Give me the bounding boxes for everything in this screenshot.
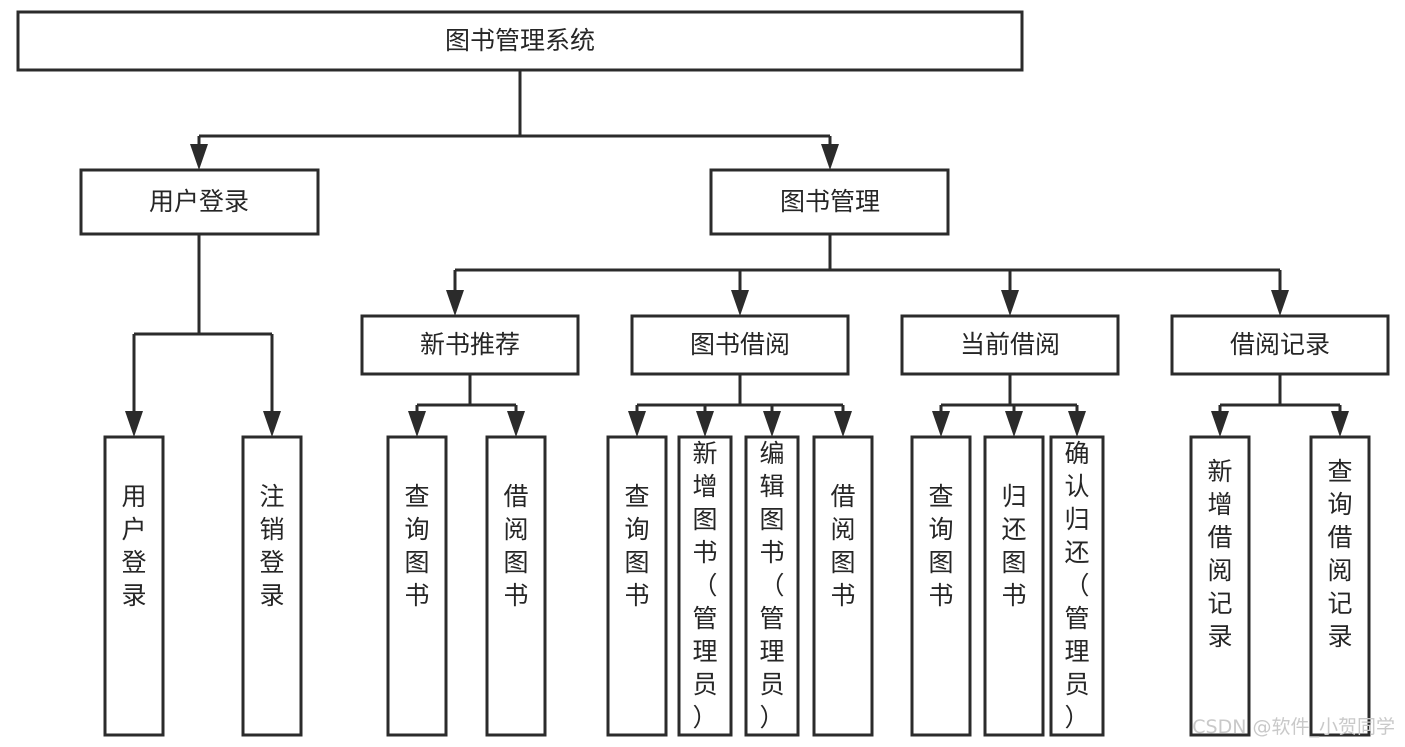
leaf-logout-box[interactable] [241, 435, 303, 737]
leaf-query-book-borrow-label: 查询图书 [624, 482, 649, 610]
node-book-borrow[interactable]: 图书借阅 [630, 314, 850, 376]
leaf-borrow-book-box[interactable] [812, 435, 874, 737]
leaf-confirm-return-admin-label: 确认归还（管理员） [1064, 439, 1089, 732]
leaf-query-book-newrec-label: 查询图书 [404, 482, 429, 610]
leaf-query-borrow-record-box[interactable] [1309, 435, 1371, 737]
leaf-logout[interactable]: 注销登录 [241, 435, 303, 737]
arrow-newbook-child-2 [507, 411, 525, 437]
leaf-edit-book-admin[interactable]: 编辑图书（管理员） [744, 435, 800, 737]
csdn-watermark: CSDN @软件_小贺同学 [1192, 716, 1395, 738]
new-book-recommend-box[interactable] [360, 314, 580, 376]
node-book-management[interactable]: 图书管理 [709, 168, 950, 236]
arrow-to-book-borrow [731, 290, 749, 316]
leaf-add-book-admin-label: 新增图书（管理员） [692, 439, 717, 732]
leaf-query-book-current[interactable]: 查询图书 [910, 435, 972, 737]
node-current-borrow[interactable]: 当前借阅 [900, 314, 1120, 376]
leaf-add-borrow-record[interactable]: 新增借阅记录 [1189, 435, 1251, 737]
leaf-query-borrow-record[interactable]: 查询借阅记录 [1309, 435, 1371, 737]
user-login-box[interactable] [79, 168, 320, 236]
arrow-borrowrecord-child-1 [1211, 411, 1229, 437]
node-root-book-management-system[interactable]: 图书管理系统 [16, 10, 1024, 72]
leaf-add-book-admin[interactable]: 新增图书（管理员） [677, 435, 733, 737]
leaf-user-login[interactable]: 用户登录 [103, 435, 165, 737]
arrow-bookborrow-child-1 [628, 411, 646, 437]
leaf-borrow-book[interactable]: 借阅图书 [812, 435, 874, 737]
leaf-borrow-book-label: 借阅图书 [830, 482, 855, 610]
arrow-newbook-child-1 [408, 411, 426, 437]
leaf-edit-book-admin-label: 编辑图书（管理员） [759, 439, 784, 732]
root-box[interactable] [16, 10, 1024, 72]
book-borrow-box[interactable] [630, 314, 850, 376]
arrow-bookborrow-child-4 [834, 411, 852, 437]
leaf-confirm-return-admin[interactable]: 确认归还（管理员） [1049, 435, 1105, 737]
arrow-currentborrow-child-3 [1068, 411, 1086, 437]
leaf-user-login-box[interactable] [103, 435, 165, 737]
book-borrow-label: 图书借阅 [690, 330, 790, 359]
current-borrow-box[interactable] [900, 314, 1120, 376]
arrow-borrowrecord-child-2 [1331, 411, 1349, 437]
book-management-box[interactable] [709, 168, 950, 236]
leaf-add-book-admin-box[interactable] [677, 435, 733, 737]
leaf-return-book-box[interactable] [983, 435, 1045, 737]
leaf-logout-label: 注销登录 [259, 482, 284, 610]
leaf-add-borrow-record-label: 新增借阅记录 [1207, 457, 1232, 651]
arrow-currentborrow-child-1 [932, 411, 950, 437]
arrow-root-to-user-login [190, 144, 208, 170]
node-user-login[interactable]: 用户登录 [79, 168, 320, 236]
leaf-borrow-book-newrec[interactable]: 借阅图书 [485, 435, 547, 737]
arrow-to-logout-leaf [263, 411, 281, 437]
arrow-root-to-book-manage [821, 144, 839, 170]
leaf-query-book-current-label: 查询图书 [928, 482, 953, 610]
arrow-bookborrow-child-2 [696, 411, 714, 437]
arrow-currentborrow-child-2 [1005, 411, 1023, 437]
leaf-query-book-borrow[interactable]: 查询图书 [606, 435, 668, 737]
leaf-query-borrow-record-label: 查询借阅记录 [1327, 457, 1352, 651]
leaf-edit-book-admin-box[interactable] [744, 435, 800, 737]
node-new-book-recommend[interactable]: 新书推荐 [360, 314, 580, 376]
borrow-record-box[interactable] [1170, 314, 1390, 376]
leaf-query-book-newrec-box[interactable] [386, 435, 448, 737]
arrow-to-new-book-rec [446, 290, 464, 316]
leaf-add-borrow-record-box[interactable] [1189, 435, 1251, 737]
leaf-query-book-newrec[interactable]: 查询图书 [386, 435, 448, 737]
node-borrow-record[interactable]: 借阅记录 [1170, 314, 1390, 376]
leaf-return-book-label: 归还图书 [1001, 482, 1026, 610]
leaf-confirm-return-admin-box[interactable] [1049, 435, 1105, 737]
arrow-to-borrow-record [1271, 290, 1289, 316]
leaf-borrow-book-newrec-box[interactable] [485, 435, 547, 737]
new-book-recommend-label: 新书推荐 [420, 330, 520, 359]
user-login-label: 用户登录 [149, 187, 249, 216]
arrow-bookborrow-child-3 [763, 411, 781, 437]
arrow-to-user-login-leaf [125, 411, 143, 437]
leaf-query-book-current-box[interactable] [910, 435, 972, 737]
borrow-record-label: 借阅记录 [1230, 330, 1330, 359]
root-label: 图书管理系统 [445, 26, 595, 55]
arrow-to-current-borrow [1001, 290, 1019, 316]
current-borrow-label: 当前借阅 [960, 330, 1060, 359]
connector-layer [125, 70, 1349, 437]
leaf-query-book-borrow-box[interactable] [606, 435, 668, 737]
leaf-borrow-book-newrec-label: 借阅图书 [503, 482, 528, 610]
book-management-label: 图书管理 [780, 187, 880, 216]
leaf-return-book[interactable]: 归还图书 [983, 435, 1045, 737]
leaf-user-login-label: 用户登录 [121, 482, 146, 610]
